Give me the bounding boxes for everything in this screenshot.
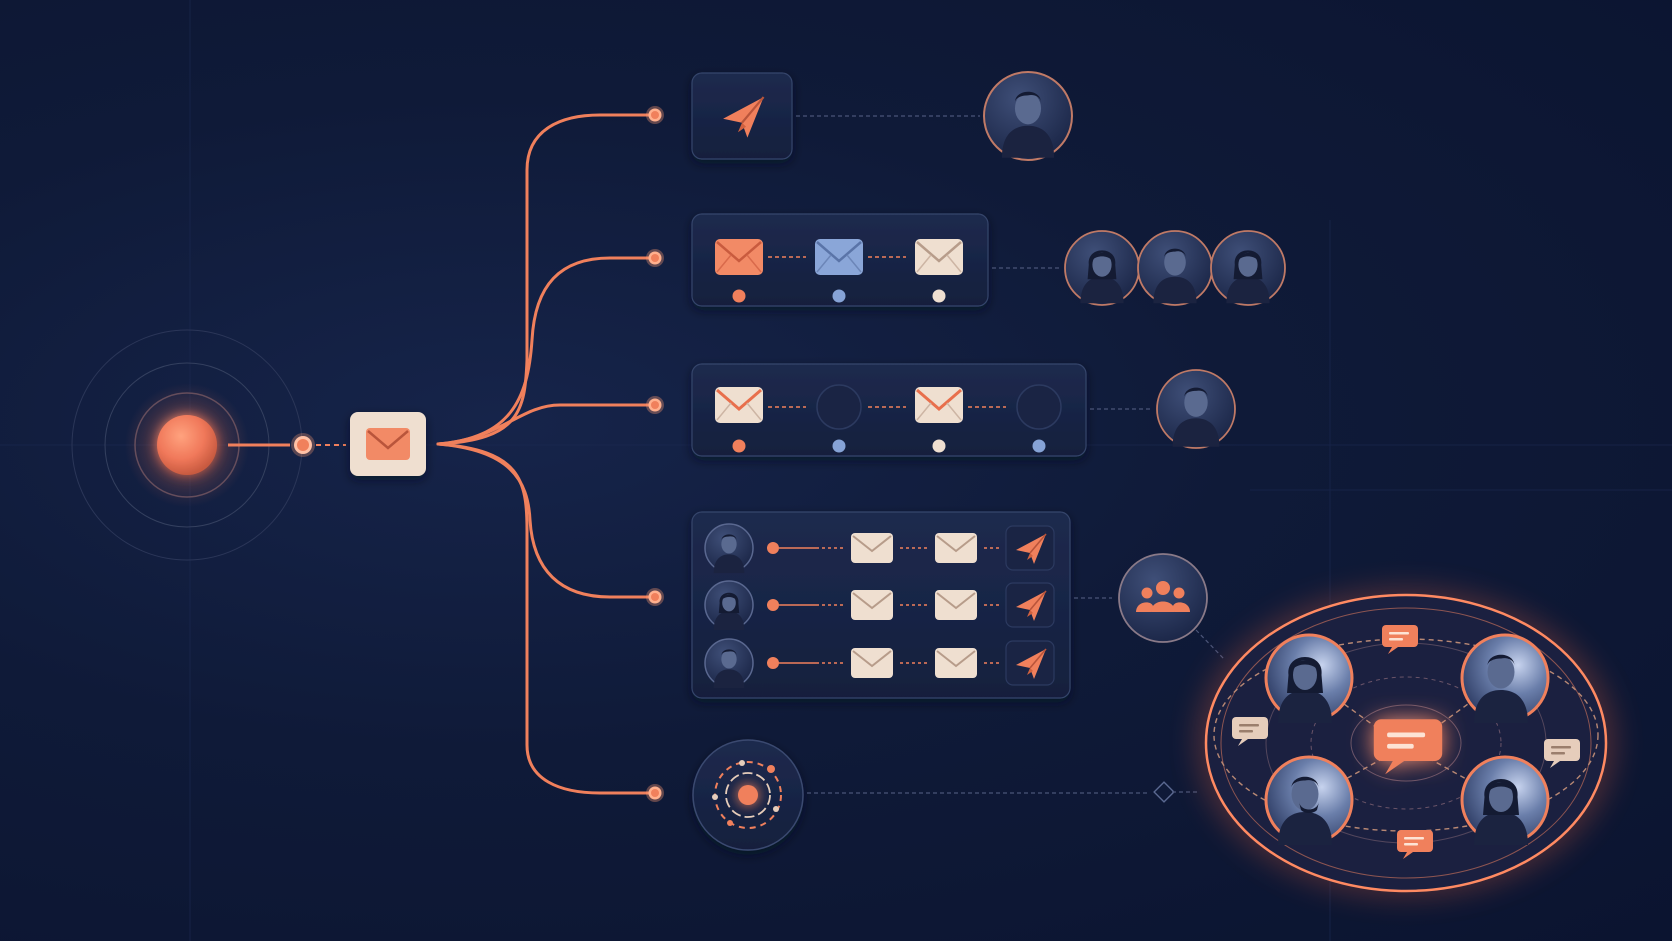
- table-row: [704, 638, 1055, 689]
- source-connector: [228, 433, 346, 457]
- person-icon: [704, 638, 754, 689]
- envelope-icon: [813, 237, 865, 277]
- envelope-icon: [850, 532, 894, 564]
- branch-endpoints: [646, 106, 664, 802]
- branch-2-steps: [713, 237, 965, 303]
- wait-step-icon: [816, 384, 862, 430]
- source-message-card[interactable]: [350, 412, 426, 476]
- branch-1-recipient-avatar[interactable]: [983, 71, 1073, 161]
- envelope-icon: [713, 237, 765, 277]
- envelope-icon: [850, 647, 894, 679]
- table-row: [704, 523, 1055, 574]
- avatar[interactable]: [1264, 633, 1354, 723]
- envelope-icon: [934, 589, 978, 621]
- paper-plane-icon: [1005, 525, 1055, 571]
- branch-1-card[interactable]: [691, 72, 793, 160]
- orbit-icon: [712, 760, 782, 829]
- envelope-icon: [850, 589, 894, 621]
- envelope-icon: [713, 385, 765, 425]
- branch-curves: [436, 113, 652, 795]
- person-icon: [704, 523, 754, 574]
- branch-5-orbit-node[interactable]: [692, 739, 804, 851]
- person-icon: [704, 580, 754, 631]
- glowing-orb-icon: [157, 415, 217, 475]
- conversation-network[interactable]: [1196, 588, 1616, 898]
- people-group-icon[interactable]: [1118, 553, 1208, 643]
- group-of-three-icon[interactable]: [1064, 230, 1286, 306]
- branch-3-card[interactable]: [691, 363, 1087, 457]
- branch-4-rows: [704, 523, 1055, 689]
- paper-plane-icon: [1005, 582, 1055, 628]
- envelope-icon: [934, 532, 978, 564]
- diamond-junction-icon: [1153, 781, 1175, 803]
- envelope-icon: [913, 385, 965, 425]
- group-to-network-connector: [1195, 629, 1226, 661]
- avatar[interactable]: [1460, 633, 1550, 723]
- table-row: [704, 580, 1055, 631]
- paper-plane-icon: [1005, 640, 1055, 686]
- source-node[interactable]: [71, 329, 303, 561]
- envelope-icon: [366, 428, 410, 460]
- avatar[interactable]: [1264, 755, 1354, 845]
- branch-3-steps: [713, 384, 1062, 453]
- wait-step-icon: [1016, 384, 1062, 430]
- envelope-icon: [934, 647, 978, 679]
- envelope-icon: [913, 237, 965, 277]
- branch-3-recipient-avatar[interactable]: [1156, 369, 1236, 449]
- avatar[interactable]: [1460, 755, 1550, 845]
